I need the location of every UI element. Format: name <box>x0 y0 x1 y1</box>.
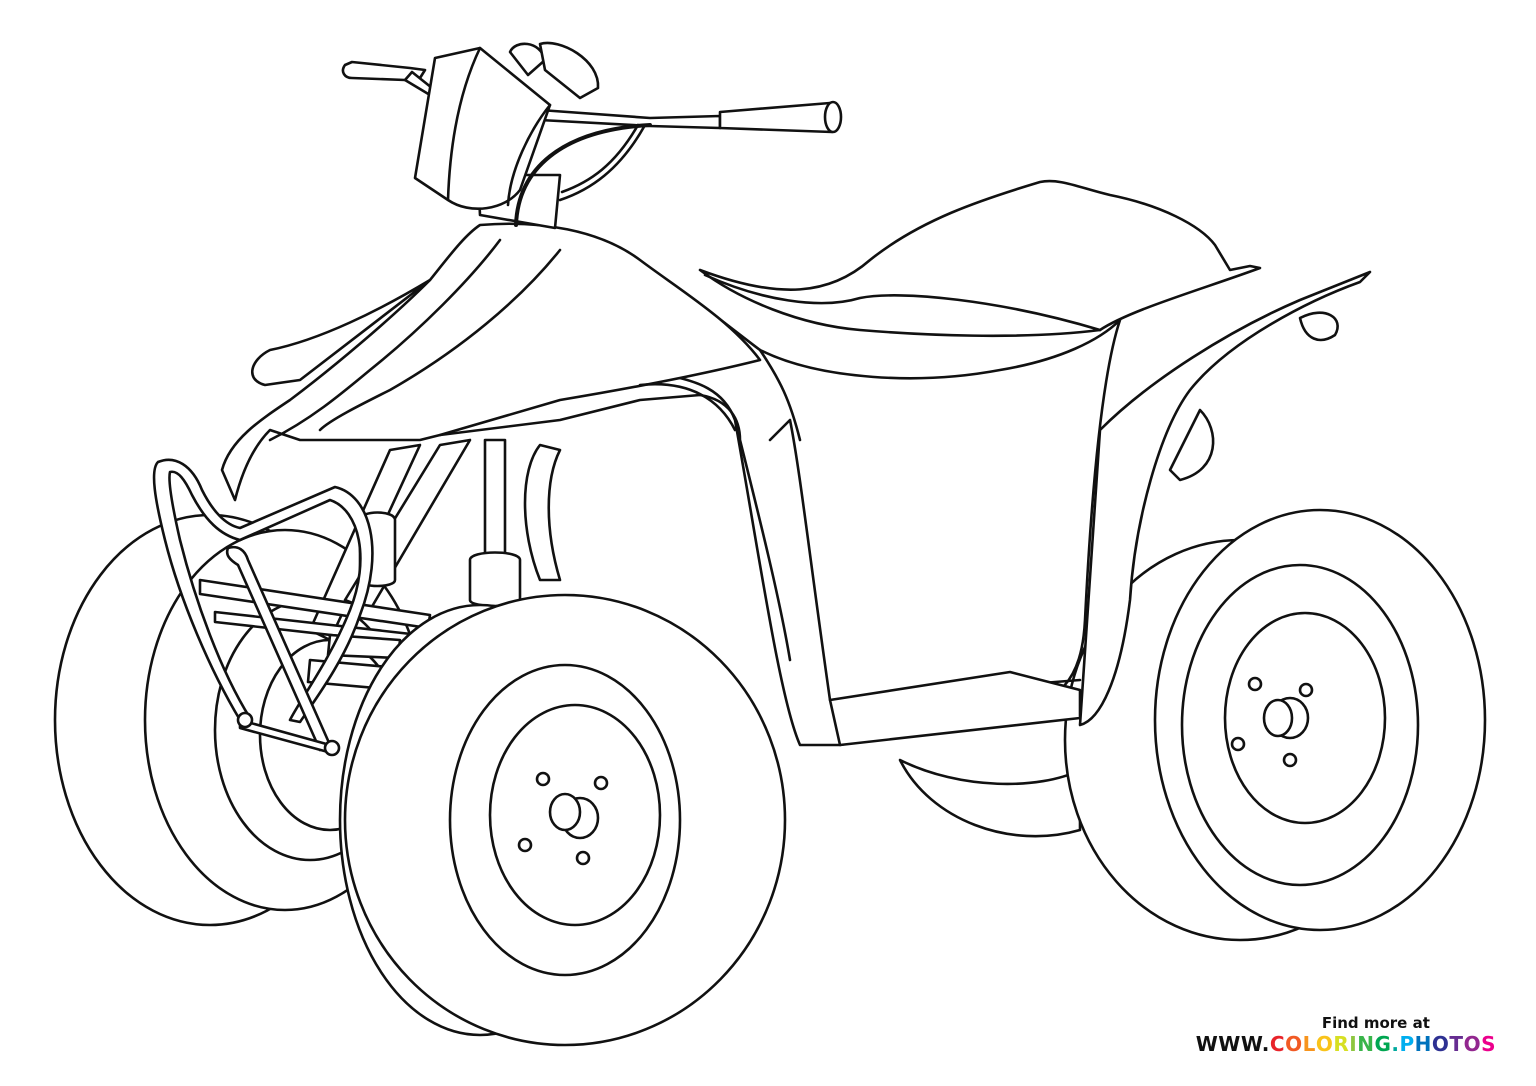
watermark-brand-letter: S <box>1481 1032 1496 1056</box>
front-bumper <box>152 458 374 757</box>
front-right-wheel <box>338 593 787 1047</box>
front-fender <box>220 222 792 662</box>
watermark-brand-letter: H <box>1414 1032 1432 1056</box>
watermark-brand-letter: O <box>1285 1032 1303 1056</box>
watermark: Find more at WWW.COLORING.PHOTOS <box>1196 1014 1496 1056</box>
watermark-brand-letter: L <box>1302 1032 1316 1056</box>
watermark-brand-letter: O <box>1463 1032 1482 1056</box>
watermark-brand-letter: O <box>1431 1032 1450 1056</box>
watermark-brand-letter: P <box>1399 1032 1415 1056</box>
handlebar-assembly <box>341 41 843 230</box>
rear-right-wheel <box>1063 508 1487 942</box>
seat <box>698 179 1262 338</box>
watermark-brand-letter: O <box>1315 1032 1334 1056</box>
watermark-url-prefix: WWW. <box>1195 1032 1270 1056</box>
watermark-brand-letter: I <box>1349 1032 1358 1056</box>
watermark-url[interactable]: WWW.COLORING.PHOTOS <box>1196 1032 1496 1056</box>
watermark-brand-letter: C <box>1269 1032 1286 1056</box>
watermark-brand-letter: T <box>1449 1032 1464 1056</box>
watermark-brand-letter: R <box>1333 1032 1350 1056</box>
rear-left-wheel <box>898 758 1082 838</box>
watermark-brand: COLORING.PHOTOS <box>1270 1032 1496 1056</box>
rear-fender <box>1078 270 1372 727</box>
watermark-tagline: Find more at <box>1321 1014 1430 1032</box>
watermark-brand-letter: G <box>1374 1032 1392 1056</box>
watermark-brand-letter: N <box>1357 1032 1375 1056</box>
watermark-brand-letter: . <box>1391 1032 1400 1056</box>
